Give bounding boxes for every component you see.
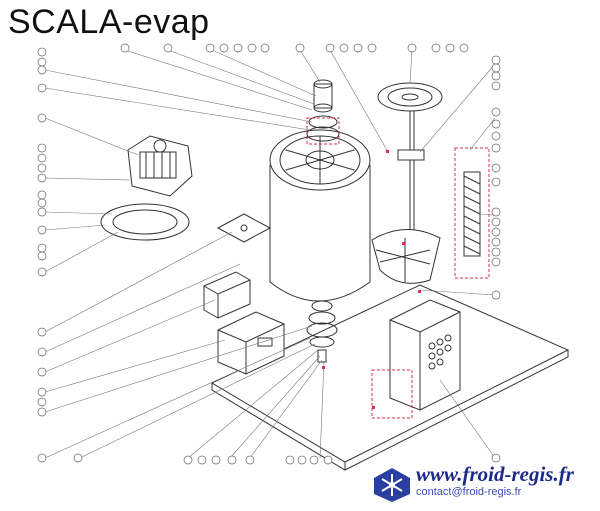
page-title: SCALA-evap [8, 3, 210, 41]
top-shaft-stack [306, 79, 340, 145]
brand-email-link[interactable]: contact@froid-regis.fr [416, 486, 522, 498]
bottom-shaft-stack [306, 300, 338, 363]
brand-website-link[interactable]: www.froid-regis.fr [416, 462, 574, 486]
drum-cylinder [269, 129, 371, 302]
highlight-screw [386, 150, 389, 153]
rotor-top-wheel [377, 82, 443, 112]
junction-box-upper [203, 271, 251, 319]
motor-mount-plate [100, 203, 190, 241]
cover-plate [216, 213, 272, 243]
motor-assembly [127, 135, 193, 197]
snowflake-logo-icon [374, 468, 410, 502]
brand-footer: www.froid-regis.fr contact@froid-regis.f… [372, 462, 594, 506]
auger-spiral [454, 147, 490, 279]
rotor-bottom-fan [371, 229, 441, 284]
control-cabinet [371, 299, 461, 419]
